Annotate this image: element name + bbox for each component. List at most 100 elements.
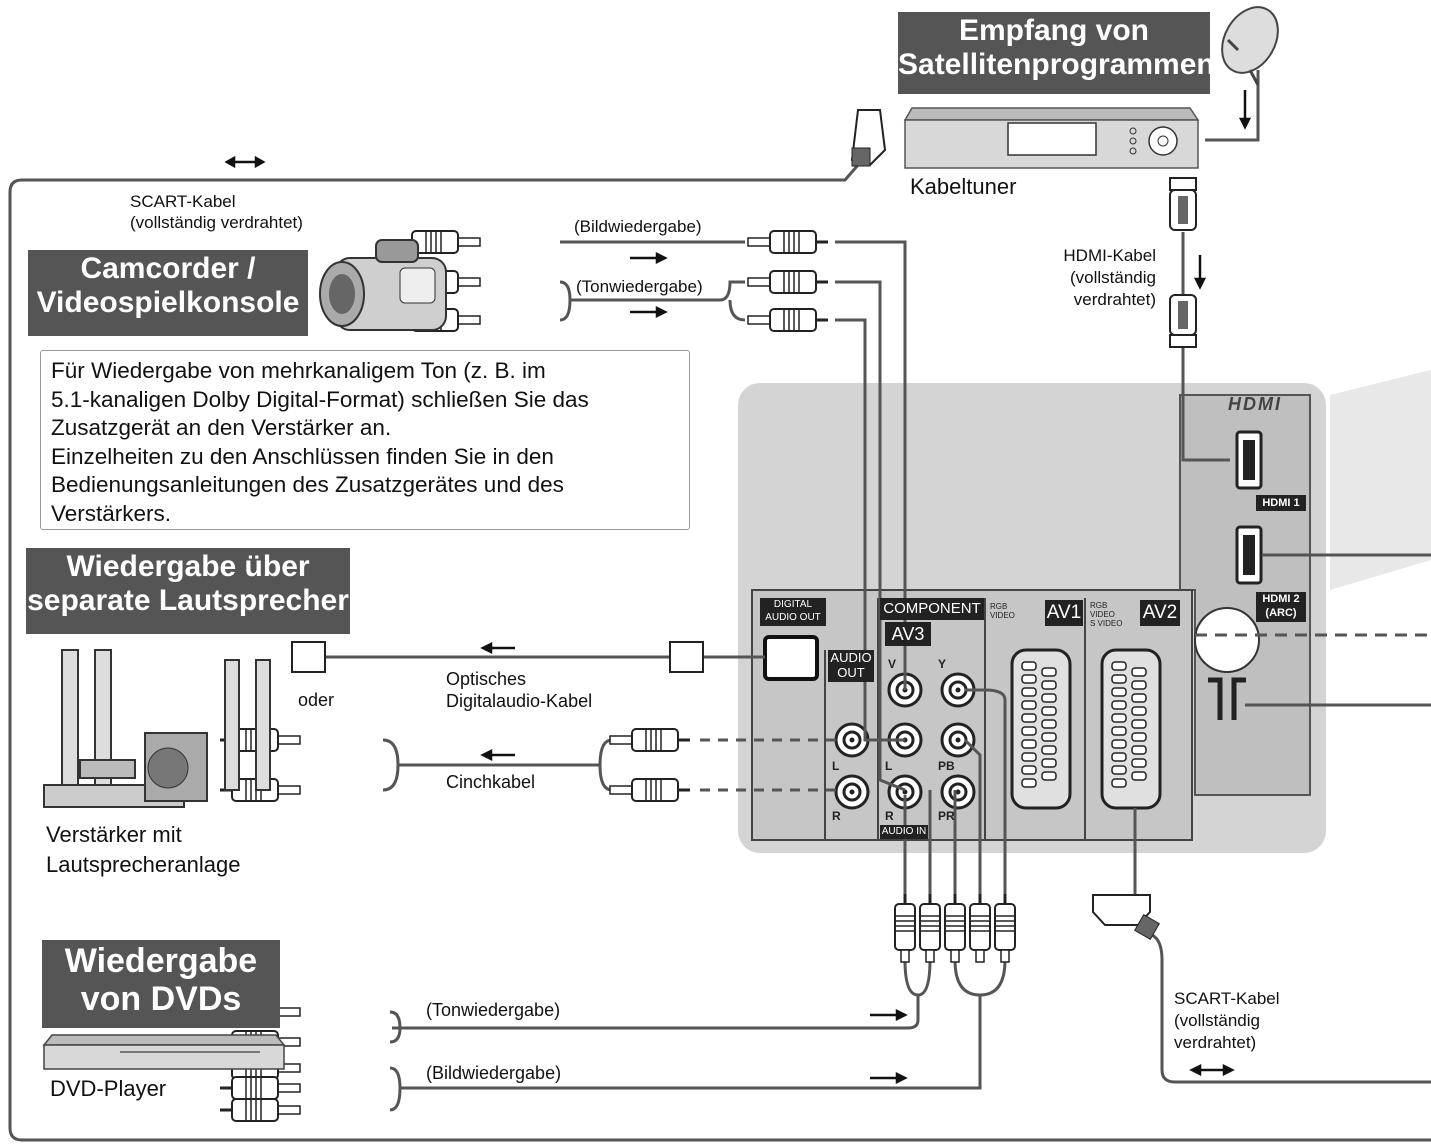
hdmi2-line2: (ARC) bbox=[1265, 607, 1297, 619]
scart-pin bbox=[1111, 661, 1127, 671]
note-line-1: Für Wiedergabe von mehrkanaligem Ton (z.… bbox=[51, 358, 546, 383]
rca-plug bbox=[609, 778, 690, 802]
amplifier-line2: Lautsprecheranlage bbox=[46, 852, 241, 877]
rca-jack[interactable] bbox=[887, 774, 923, 810]
rca-jack[interactable] bbox=[940, 672, 976, 708]
video-playback-label: (Bildwiedergabe) bbox=[574, 217, 702, 237]
scart-pin bbox=[1041, 758, 1057, 768]
audio-in-label: AUDIO IN bbox=[880, 825, 928, 839]
jack-label-l-out: L bbox=[832, 759, 839, 773]
av1-scart-socket[interactable] bbox=[1010, 648, 1072, 810]
optical-line1: Optisches bbox=[446, 669, 527, 689]
scart-pin bbox=[1041, 771, 1057, 781]
optical-plug-left bbox=[291, 641, 326, 673]
note-line-6: Verstärkers. bbox=[51, 500, 172, 526]
av1-sub-line2: VIDEO bbox=[990, 611, 1015, 620]
jack-label-v: V bbox=[888, 657, 896, 671]
dvd-video-label: (Bildwiedergabe) bbox=[426, 1063, 562, 1083]
scart-pin bbox=[1111, 739, 1127, 749]
hdmi1-port[interactable] bbox=[1235, 430, 1263, 490]
scart-pin bbox=[1021, 700, 1037, 710]
jack-label-y: Y bbox=[938, 657, 946, 671]
scart-bottom-line3: verdrahtet) bbox=[1174, 1033, 1257, 1052]
scart-pin bbox=[1021, 713, 1037, 723]
scart-pin bbox=[1111, 700, 1127, 710]
rca-plug-vertical bbox=[919, 894, 941, 963]
cables bbox=[8, 70, 1431, 1142]
jack-label-pb: PB bbox=[938, 759, 955, 773]
scart-pin bbox=[1131, 706, 1147, 716]
rca-plug bbox=[220, 1076, 301, 1100]
scart-pin bbox=[1111, 674, 1127, 684]
jack-label-pr: PR bbox=[938, 809, 955, 823]
scart-pin bbox=[1021, 752, 1037, 762]
hdmi-cable-line2: (vollständig bbox=[1070, 268, 1156, 287]
scart-pin bbox=[1131, 719, 1147, 729]
scart-top-line2: (vollständig verdrahtet) bbox=[130, 213, 303, 232]
rca-jack[interactable] bbox=[834, 774, 870, 810]
speaker-system-icon bbox=[43, 649, 271, 808]
audio-out-label: AUDIO OUT bbox=[828, 650, 874, 682]
av1-sublabel: RGB VIDEO bbox=[990, 602, 1015, 620]
scart-pin bbox=[1021, 765, 1037, 775]
scart-pin bbox=[1041, 693, 1057, 703]
speakers-heading-line2: separate Lautsprecher bbox=[27, 583, 349, 617]
rca-plug bbox=[747, 308, 828, 332]
camcorder-heading-line2: Videospielkonsole bbox=[36, 285, 300, 319]
satellite-dish-icon bbox=[1221, 6, 1279, 86]
antenna-socket[interactable] bbox=[1194, 607, 1260, 720]
rca-jack[interactable] bbox=[834, 722, 870, 758]
note-line-2: 5.1-kanaligen Dolby Digital-Format) schl… bbox=[51, 386, 589, 412]
dvd-heading-line2: von DVDs bbox=[80, 980, 242, 1019]
scart-pin bbox=[1111, 765, 1127, 775]
av1-sub-line1: RGB bbox=[990, 602, 1008, 611]
scart-pin bbox=[1021, 778, 1037, 788]
optical-plug-right bbox=[669, 641, 704, 673]
hdmi2-line1: HDMI 2 bbox=[1262, 593, 1300, 605]
scart-pin bbox=[1041, 745, 1057, 755]
jack-label-l-in: L bbox=[885, 759, 892, 773]
scart-pin bbox=[1111, 726, 1127, 736]
speakers-heading-line1: Wiedergabe über bbox=[66, 550, 310, 583]
signal-arrows bbox=[224, 90, 1252, 1085]
av2-sublabel: RGB VIDEO S VIDEO bbox=[1090, 601, 1122, 628]
hdmi-plug-bottom bbox=[1169, 294, 1197, 348]
hdmi2-port[interactable] bbox=[1235, 525, 1263, 585]
scart-pin bbox=[1131, 693, 1147, 703]
rca-plug bbox=[747, 230, 828, 254]
satellite-heading-line1: Empfang von bbox=[958, 14, 1149, 47]
audio-playback-label: (Tonwiedergabe) bbox=[576, 277, 703, 297]
hdmi-cable-label: HDMI-Kabel (vollständig verdrahtet) bbox=[1030, 245, 1156, 311]
digital-audio-line1: DIGITAL bbox=[773, 599, 813, 610]
cable-tuner-device bbox=[903, 107, 1200, 169]
scart-pin bbox=[1131, 732, 1147, 742]
scart-pin bbox=[1041, 732, 1057, 742]
digital-audio-line2: AUDIO OUT bbox=[765, 612, 821, 623]
scart-pin bbox=[1131, 745, 1147, 755]
scart-pin bbox=[1131, 771, 1147, 781]
dvd-audio-label: (Tonwiedergabe) bbox=[426, 1000, 561, 1020]
rca-jack[interactable] bbox=[940, 774, 976, 810]
component-label: COMPONENT bbox=[880, 598, 984, 620]
dvd-heading: Wiedergabe von DVDs bbox=[42, 940, 280, 1028]
av2-scart-socket[interactable] bbox=[1100, 648, 1162, 810]
hdmi-cable-line3: verdrahtet) bbox=[1073, 290, 1156, 309]
scart-pin bbox=[1111, 687, 1127, 697]
scart-pin bbox=[1041, 706, 1057, 716]
av2-sub-line1: RGB bbox=[1090, 601, 1108, 610]
optical-line2: Digitalaudio-Kabel bbox=[446, 691, 593, 711]
amplifier-line1: Verstärker mit bbox=[46, 822, 182, 847]
dvd-player-icon bbox=[42, 1034, 286, 1070]
scart-cable-top-label: SCART-Kabel (vollständig verdrahtet) bbox=[130, 191, 303, 233]
rca-jacks[interactable] bbox=[834, 672, 976, 810]
dvd-heading-line1: Wiedergabe bbox=[64, 942, 258, 980]
scart-pin bbox=[1021, 661, 1037, 671]
scart-pin bbox=[1111, 752, 1127, 762]
scart-bottom-line1: SCART-Kabel bbox=[1174, 989, 1280, 1008]
optical-audio-port[interactable] bbox=[763, 635, 819, 681]
jack-label-r-in: R bbox=[885, 809, 894, 823]
rca-jack[interactable] bbox=[940, 722, 976, 758]
speakers-heading: Wiedergabe über separate Lautsprecher bbox=[26, 548, 350, 634]
av2-label: AV2 bbox=[1140, 600, 1180, 626]
camcorder-icon bbox=[319, 239, 447, 331]
